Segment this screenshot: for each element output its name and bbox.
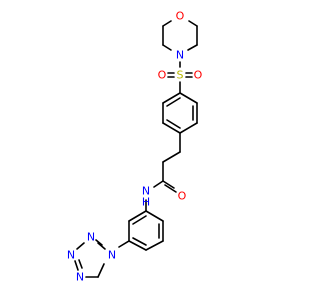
bond — [132, 237, 147, 246]
bond — [162, 180, 175, 189]
bond — [118, 240, 130, 248]
bond — [153, 180, 164, 188]
bond — [132, 215, 147, 225]
bond — [145, 210, 164, 222]
bond — [128, 240, 147, 251]
atom-label: N — [67, 249, 75, 262]
bond — [97, 242, 106, 250]
bond — [166, 119, 181, 129]
bond — [179, 122, 198, 134]
bond — [162, 92, 181, 104]
bond — [162, 122, 181, 134]
atom-label: O — [194, 69, 203, 82]
atom-labels: O N S O O O N H N N N N — [67, 10, 203, 284]
bond — [74, 260, 79, 271]
atom-label: N — [176, 49, 184, 62]
atom-label: O — [178, 190, 187, 203]
atom-label: N — [76, 271, 84, 284]
atom-label: N — [87, 231, 95, 244]
atom-label: O — [158, 69, 167, 82]
bond — [188, 20, 198, 27]
bonds — [74, 20, 198, 278]
molecule-structure-diagram: O N S O O O N H N N N N — [67, 10, 203, 284]
bond — [162, 44, 172, 51]
bond — [162, 20, 172, 27]
atom-label: H — [142, 196, 150, 209]
bond — [166, 97, 181, 107]
atom-label: N — [142, 185, 150, 198]
bond — [145, 240, 164, 251]
bond — [179, 92, 198, 104]
atom-label: O — [176, 10, 185, 23]
bond — [97, 263, 105, 278]
bond — [95, 239, 103, 246]
atom-label: S — [177, 69, 184, 82]
bond — [187, 44, 198, 51]
atom-label: N — [108, 249, 116, 262]
bond — [78, 259, 83, 269]
bond — [164, 184, 177, 193]
bond — [128, 210, 147, 222]
bond — [76, 242, 85, 250]
bond — [162, 151, 181, 163]
